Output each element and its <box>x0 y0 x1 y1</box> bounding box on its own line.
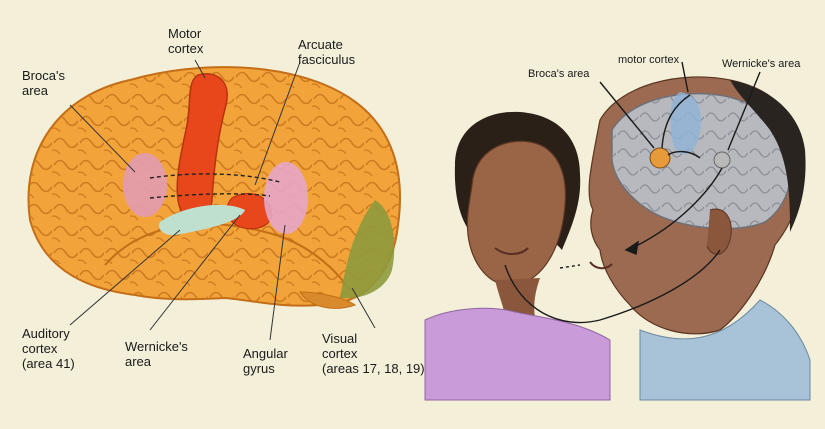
wernicke-region <box>264 162 308 234</box>
label-head-wernicke: Wernicke's area <box>722 58 800 71</box>
label-angular-gyrus: Angular gyrus <box>243 346 288 376</box>
man-figure <box>589 77 810 400</box>
label-arcuate-fasciculus: Arcuate fasciculus <box>298 37 355 67</box>
label-auditory-cortex: Auditory cortex (area 41) <box>22 326 75 371</box>
label-motor-cortex: Motor cortex <box>168 26 203 56</box>
label-visual-cortex: Visual cortex (areas 17, 18, 19) <box>322 331 425 376</box>
broca-region <box>123 153 167 217</box>
label-wernicke-area: Wernicke's area <box>125 339 188 369</box>
woman-face <box>467 141 565 285</box>
man-wernicke-dot <box>714 152 730 168</box>
brain <box>28 67 400 308</box>
label-head-broca: Broca's area <box>528 68 589 81</box>
woman-figure <box>425 112 610 400</box>
label-broca-area: Broca's area <box>22 68 65 98</box>
label-head-motor: motor cortex <box>618 54 679 67</box>
man-broca-dot <box>650 148 670 168</box>
